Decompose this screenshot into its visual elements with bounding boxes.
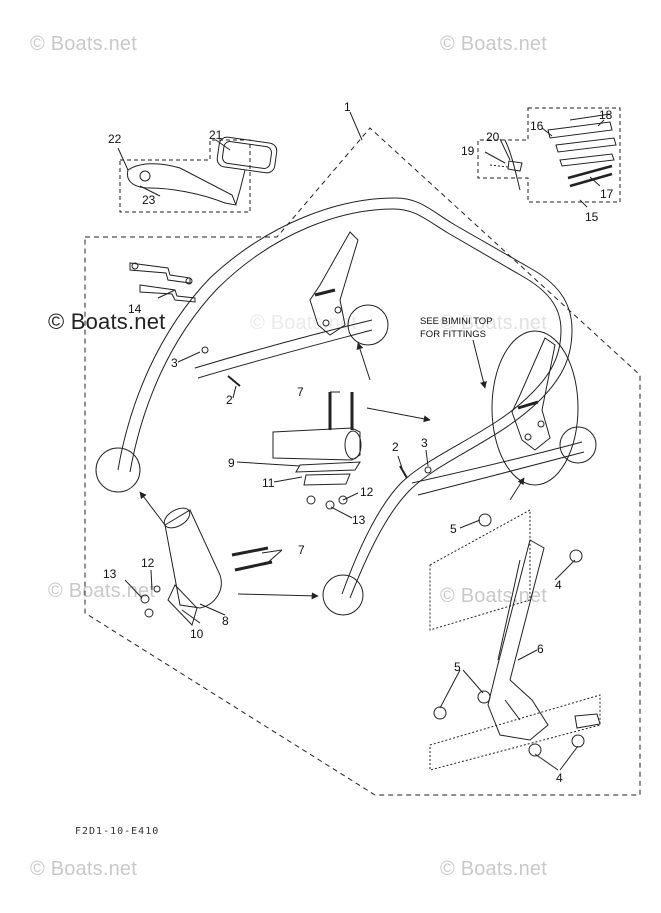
drawing-code: F2D1-10-E410 [75, 826, 160, 837]
watermark: © Boats.net [440, 858, 547, 880]
callout-6: 6 [537, 642, 544, 656]
watermark: © Boats.net [48, 309, 166, 334]
callout-7: 7 [298, 543, 305, 557]
callout-11: 11 [262, 476, 275, 490]
watermark: © Boats.net [48, 580, 155, 602]
knob-4 [569, 549, 583, 563]
detail-circle [322, 574, 364, 616]
bimini-note-line2: FOR FITTINGS [420, 329, 486, 340]
tower-leg-plate [487, 539, 549, 741]
watermark: © Boats.net [440, 312, 547, 334]
mirror [216, 136, 278, 174]
rear-mount-bracket [309, 231, 359, 336]
tower-tube [117, 197, 573, 599]
callout-3: 3 [421, 436, 428, 450]
callout-3: 3 [171, 356, 178, 370]
callout-18: 18 [599, 108, 613, 122]
bimini-note: SEE BIMINI TOP FOR FITTINGS [420, 315, 493, 341]
knob-4 [528, 743, 542, 757]
callout-9: 9 [228, 456, 235, 470]
callout-8: 8 [222, 614, 229, 628]
callout-21: 21 [209, 128, 223, 142]
knob-5 [478, 513, 492, 527]
callout-5: 5 [450, 522, 457, 536]
knob-5 [477, 690, 491, 704]
cross-brace [194, 319, 373, 369]
front-mount-bracket [511, 337, 556, 451]
bracket-set [129, 262, 191, 284]
callout-2: 2 [226, 393, 233, 407]
callout-14: 14 [128, 302, 142, 316]
callout-20: 20 [486, 130, 500, 144]
callout-4: 4 [555, 578, 562, 592]
callout-17: 17 [600, 187, 614, 201]
detail-circle [559, 426, 597, 464]
callout-19: 19 [461, 144, 475, 158]
callout-2: 2 [392, 440, 399, 454]
detail-circle [95, 447, 141, 493]
knob-5 [433, 706, 447, 720]
callout-22: 22 [108, 132, 122, 146]
detail-circle [347, 304, 389, 346]
callout-5: 5 [454, 660, 461, 674]
callout-13: 13 [352, 513, 366, 527]
watermark: © Boats.net [30, 33, 137, 55]
callout-23: 23 [142, 193, 156, 207]
knob-4 [571, 734, 585, 748]
callout-4: 4 [556, 771, 563, 785]
watermark: © Boats.net [440, 33, 547, 55]
elbow-pipe [164, 509, 222, 609]
watermark: © Boats.net [440, 585, 547, 607]
hardware-kit-boundary [477, 107, 621, 203]
callout-13: 13 [103, 567, 117, 581]
assembly-boundary [84, 127, 641, 796]
bimini-note-line1: SEE BIMINI TOP [420, 316, 493, 327]
watermark: © Boats.net [30, 858, 137, 880]
callout-1: 1 [344, 100, 351, 114]
callout-16: 16 [530, 119, 544, 133]
mirror-bracket [126, 163, 237, 206]
callout-10: 10 [190, 627, 204, 641]
callout-12: 12 [141, 556, 155, 570]
callout-12: 12 [360, 485, 374, 499]
callout-15: 15 [585, 210, 599, 224]
watermark: © Boats.net [250, 312, 357, 334]
detail-ellipse [491, 330, 579, 486]
callout-7: 7 [297, 385, 304, 399]
